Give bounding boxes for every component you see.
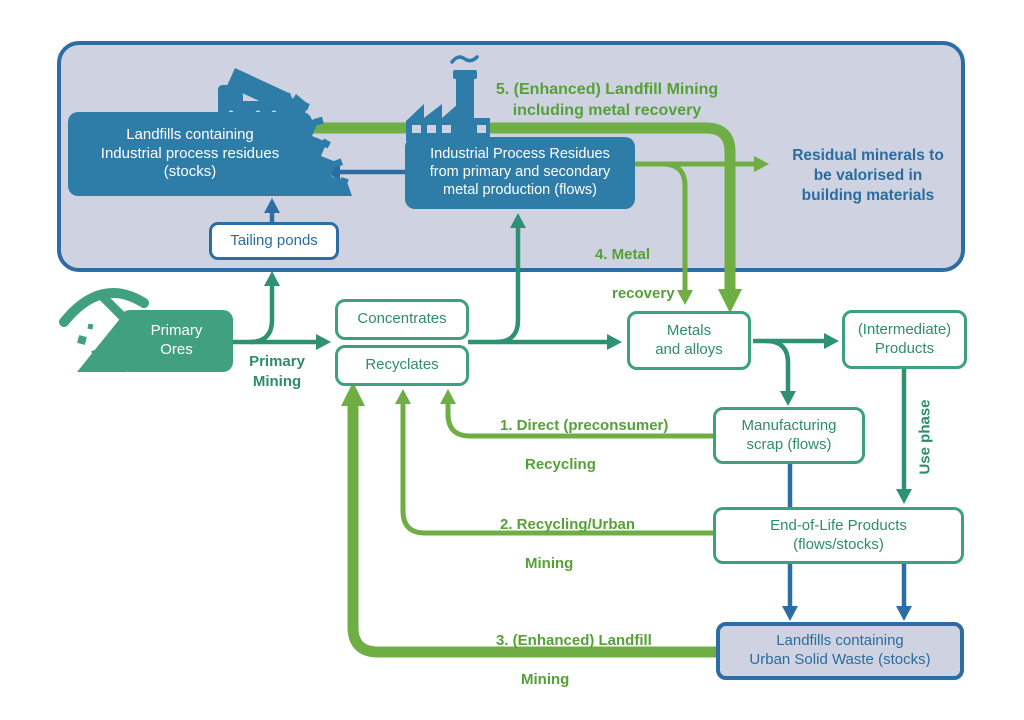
flow4-label: 4. Metal recovery	[595, 225, 675, 323]
flow3-label: 3. (Enhanced) Landfill Mining	[496, 611, 652, 709]
manufacturing-scrap-box: Manufacturing scrap (flows)	[713, 407, 865, 464]
flow1-label-line2: Recycling	[525, 455, 596, 473]
flow1-label-line1: 1. Direct (preconsumer)	[500, 416, 669, 434]
flow2-urban-mining-arrow	[395, 389, 714, 536]
industrial-residues-box: Industrial Process Residues from primary…	[405, 137, 635, 209]
flow2-label: 2. Recycling/Urban Mining	[500, 495, 635, 593]
end-of-life-products-box: End-of-Life Products (flows/stocks)	[713, 507, 964, 564]
tailing-ponds-box: Tailing ponds	[209, 222, 339, 260]
flow4-label-line2: recovery	[612, 284, 675, 302]
residual-minerals-label: Residual minerals to be valorised in bui…	[792, 147, 944, 205]
flow5-label: 5. (Enhanced) Landfill Mining including …	[495, 81, 719, 119]
flow3-label-line2: Mining	[521, 670, 570, 688]
flow2-label-line2: Mining	[525, 554, 574, 572]
factory-icon	[406, 55, 490, 141]
use-phase-label: Use phase	[916, 399, 934, 475]
recyclates-box: Recyclates	[335, 345, 469, 386]
primary-mining-label: Primary Mining	[249, 353, 305, 390]
concentrates-box: Concentrates	[335, 299, 469, 340]
primary-ores-box: Primary Ores	[120, 310, 233, 372]
flow2-label-line1: 2. Recycling/Urban	[500, 515, 636, 533]
flow4-label-line1: 4. Metal	[595, 245, 651, 263]
mining-to-tailing-arrow	[249, 271, 280, 345]
flow1-direct-recycling-arrow	[440, 389, 713, 439]
landfills-urban-box: Landfills containing Urban Solid Waste (…	[716, 622, 964, 680]
flow1-label: 1. Direct (preconsumer) Recycling	[500, 396, 668, 494]
to-manufacturing-scrap-arrow	[765, 338, 796, 406]
production-residues-arrow	[495, 213, 526, 345]
metals-alloys-box: Metals and alloys	[627, 311, 751, 370]
flow5-enhanced-landfill-mining-arrow	[295, 122, 742, 313]
flow3-label-line1: 3. (Enhanced) Landfill	[496, 631, 652, 649]
ore-pile-icon	[77, 310, 127, 372]
intermediate-products-box: (Intermediate) Products	[842, 310, 967, 369]
landfills-industrial-box: Landfills containing Industrial process …	[68, 112, 312, 196]
flow3-landfill-mining-arrow	[341, 382, 716, 658]
